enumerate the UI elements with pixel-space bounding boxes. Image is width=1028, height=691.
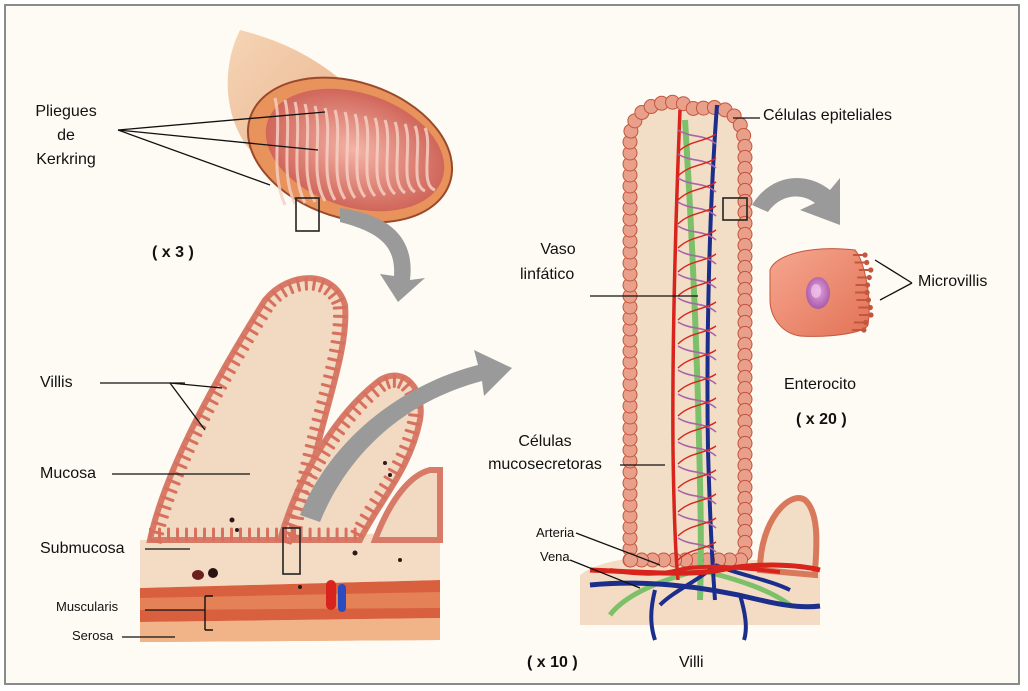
label-submucosa: Submucosa [40, 539, 125, 558]
microvillis-pointer [875, 260, 912, 300]
label-serosa: Serosa [72, 628, 113, 643]
label-linfatico: linfático [520, 265, 574, 284]
label-microvillis: Microvillis [918, 272, 987, 291]
label-pliegues: Pliegues [30, 102, 102, 121]
label-vaso: Vaso [522, 240, 594, 259]
label-celulas: Células [475, 432, 615, 451]
label-de: de [30, 126, 102, 145]
zoom-arrow-3 [752, 178, 840, 225]
label-mag-x3: ( x 3 ) [152, 243, 194, 262]
label-muscularis: Muscularis [56, 599, 118, 614]
label-mucosecretoras: mucosecretoras [475, 455, 615, 474]
label-mucosa: Mucosa [40, 464, 96, 483]
label-kerkring: Kerkring [30, 150, 102, 169]
label-arteria: Arteria [536, 525, 574, 540]
label-mag-x20: ( x 20 ) [796, 410, 847, 429]
single-villus [580, 95, 820, 640]
zoom-arrow-1 [340, 208, 425, 302]
label-vena: Vena [540, 549, 570, 564]
label-villi: Villi [679, 653, 704, 672]
label-enterocito: Enterocito [784, 375, 856, 394]
enterocyte [770, 249, 873, 337]
villi-cross-section [140, 278, 440, 642]
label-mag-x10: ( x 10 ) [527, 653, 578, 672]
label-celulas-epiteliales: Células epiteliales [763, 106, 892, 125]
label-villis: Villis [40, 373, 73, 392]
